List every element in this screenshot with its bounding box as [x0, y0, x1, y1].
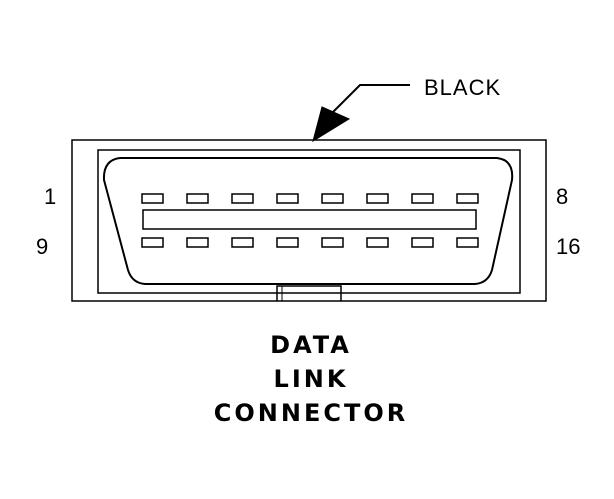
top-row-pin-5: [321, 193, 344, 204]
callout-arrowhead: [312, 106, 351, 143]
bottom-row-pin-2: [186, 237, 209, 248]
top-row-pin-2: [186, 193, 209, 204]
connector-inner-frame: [97, 149, 521, 294]
connector-latch-tab: [276, 285, 342, 301]
title-line-3: CONNECTOR: [214, 399, 408, 427]
top-pin-row: [141, 193, 479, 204]
top-row-pin-4: [276, 193, 299, 204]
callout-leader-line: [329, 84, 410, 116]
bottom-row-pin-6: [366, 237, 389, 248]
title-line-1: DATA: [270, 331, 352, 359]
bottom-row-pin-7: [411, 237, 434, 248]
pin-number-top-right: 8: [556, 184, 568, 209]
bottom-row-pin-1: [141, 237, 164, 248]
top-row-pin-3: [231, 193, 254, 204]
pin-number-top-left: 1: [44, 184, 56, 209]
pin-number-bottom-right: 16: [556, 234, 580, 259]
title-line-2: LINK: [274, 365, 349, 393]
connector-key-bar: [142, 209, 477, 230]
connector-socket-outline: [102, 157, 514, 285]
bottom-row-pin-8: [456, 237, 479, 248]
top-row-pin-8: [456, 193, 479, 204]
bottom-pin-row: [141, 237, 479, 248]
top-row-pin-7: [411, 193, 434, 204]
top-row-pin-1: [141, 193, 164, 204]
pin-number-bottom-left: 9: [36, 234, 48, 259]
top-row-pin-6: [366, 193, 389, 204]
bottom-row-pin-5: [321, 237, 344, 248]
bottom-row-pin-3: [231, 237, 254, 248]
connector-outer-housing: [71, 139, 547, 302]
callout-label: BLACK: [424, 75, 501, 100]
bottom-row-pin-4: [276, 237, 299, 248]
